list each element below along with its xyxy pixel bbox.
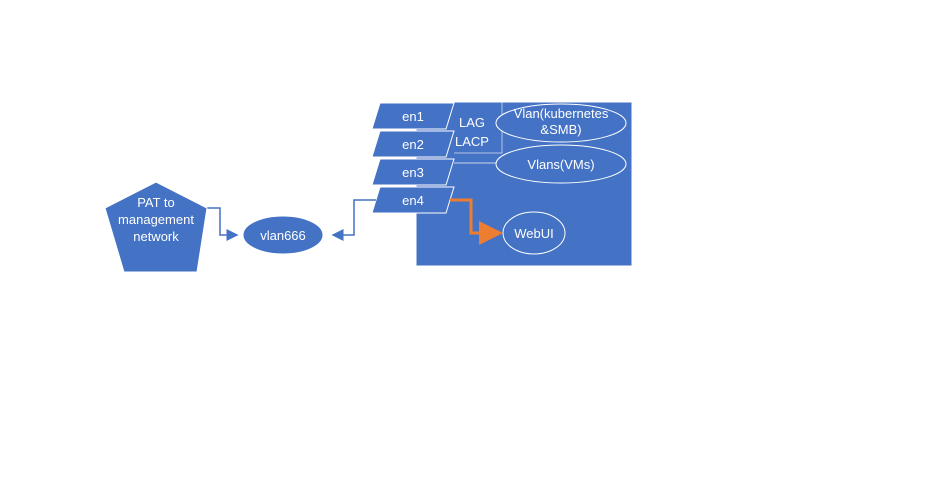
pat-line3: network <box>133 229 179 244</box>
en4-to-vlan666-connector <box>331 199 376 241</box>
vlan-kubernetes-node[interactable]: Vlan(kubernetes &SMB) <box>495 103 627 143</box>
vlan666-label: vlan666 <box>260 228 306 243</box>
vlans-vms-node[interactable]: Vlans(VMs) <box>495 144 627 184</box>
pat-line2: management <box>118 212 194 227</box>
pat-to-vlan666-connector <box>206 207 239 241</box>
interface-en4[interactable]: en4 <box>371 186 455 214</box>
vlan-kubernetes-line1: Vlan(kubernetes <box>514 106 609 121</box>
en3-label: en3 <box>402 165 424 180</box>
lacp-label: LACP <box>455 134 489 149</box>
interface-en1[interactable]: en1 <box>371 102 455 130</box>
interface-en3[interactable]: en3 <box>371 158 455 186</box>
interface-en2[interactable]: en2 <box>371 130 455 158</box>
lag-label: LAG <box>459 115 485 130</box>
pat-management-node[interactable]: PAT to management network <box>104 181 208 273</box>
pat-line1: PAT to <box>137 195 175 210</box>
en1-label: en1 <box>402 109 424 124</box>
vlans-vms-label: Vlans(VMs) <box>527 157 594 172</box>
en2-label: en2 <box>402 137 424 152</box>
vlan666-node[interactable]: vlan666 <box>242 215 324 255</box>
vlan-kubernetes-line2: &SMB) <box>540 122 581 137</box>
en4-to-webui-connector <box>450 198 503 245</box>
webui-label: WebUI <box>514 226 554 241</box>
webui-node[interactable]: WebUI <box>502 211 566 255</box>
en4-label: en4 <box>402 193 424 208</box>
